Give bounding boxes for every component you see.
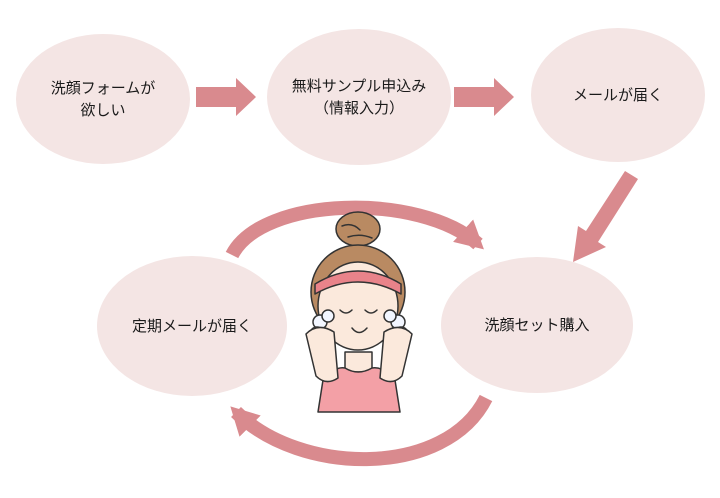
step1-label: 洗顔フォームが 欲しい bbox=[16, 64, 190, 134]
step2-ellipse bbox=[267, 29, 451, 165]
step5-text-line1: 定期メールが届く bbox=[131, 317, 252, 335]
step3-label: メールが届く bbox=[531, 80, 705, 110]
step2-label: 無料サンプル申込み （情報入力） bbox=[267, 62, 451, 132]
step5-ellipse bbox=[97, 256, 287, 396]
step2-text-line2: （情報入力） bbox=[313, 99, 404, 117]
woman-washing-face-icon bbox=[305, 211, 413, 413]
step2-text-line1: 無料サンプル申込み bbox=[291, 77, 427, 95]
step4-ellipse bbox=[441, 257, 633, 393]
step4-label: 洗顔セット購入 bbox=[441, 310, 633, 340]
step3-ellipse bbox=[531, 28, 705, 162]
arrow-step3-to-step4 bbox=[573, 171, 638, 262]
step1-text-line1: 洗顔フォームが bbox=[50, 79, 156, 97]
arrow-step1-to-step2 bbox=[196, 78, 256, 116]
step4-text-line1: 洗顔セット購入 bbox=[484, 316, 590, 334]
step1-ellipse bbox=[16, 34, 190, 164]
arrow-curve-step5-to-step4 bbox=[225, 200, 484, 259]
step5-label: 定期メールが届く bbox=[97, 311, 287, 341]
arrow-step2-to-step3 bbox=[454, 78, 514, 116]
step3-text-line1: メールが届く bbox=[572, 86, 663, 104]
arrow-curve-step4-to-step5 bbox=[230, 394, 493, 467]
step1-text-line2: 欲しい bbox=[80, 101, 126, 119]
